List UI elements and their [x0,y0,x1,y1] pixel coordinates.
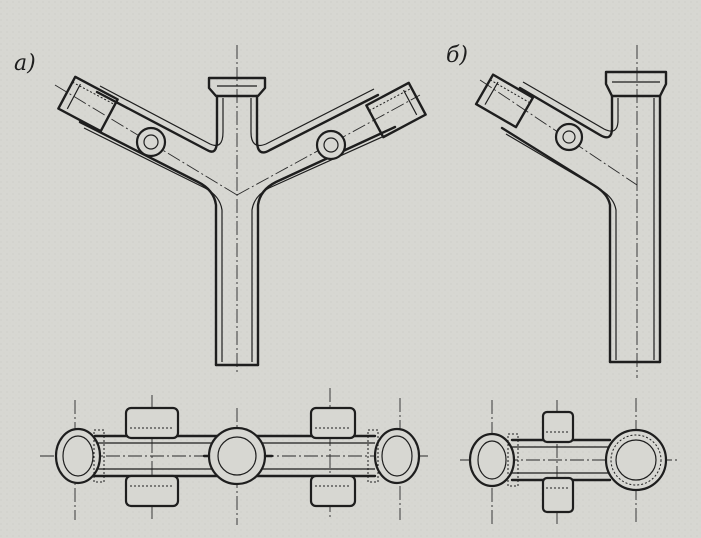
figure-b-inner-lower [505,133,617,360]
figure-a-right-socket [365,81,427,139]
figure-b-plan-boss-bottom [541,476,575,514]
label-variant-b: б) [446,43,468,68]
figure-a-plan-boss-bottom-left [124,474,180,508]
figure-a-left-socket [57,75,119,133]
figure-b-plan-right-socket [604,428,668,492]
figure-a-top-socket [207,76,267,98]
figure-b-boss [554,122,584,152]
axis-a-right-branch [236,94,421,196]
figure-b-plan [460,398,680,525]
figure-b-plan-boss-top [541,410,575,444]
figure-a-elevation [54,45,427,375]
figure-b-top-socket [604,70,668,98]
figure-b-branch-socket [474,73,535,129]
figure-a-plan-boss-bottom-right [309,474,357,508]
figure-a-plan [40,388,430,525]
figure-b-outer-upper [518,86,662,364]
figure-a-inner-lower [83,127,392,362]
figure-a-outer-upper [95,90,380,154]
figure-a-inner-upper [99,85,375,147]
figure-b-plan-left-end [468,432,516,488]
figure-a-plan-center-socket [207,426,267,486]
figure-b-inner-upper [522,81,655,360]
figure-a-plan-boss-top-left [124,406,180,440]
figure-a-left-boss [135,126,167,158]
figure-a-right-boss [315,129,347,161]
figure-a-plan-boss-top-right [309,406,357,440]
figure-b-elevation [474,45,668,378]
label-variant-a: а) [14,51,36,76]
